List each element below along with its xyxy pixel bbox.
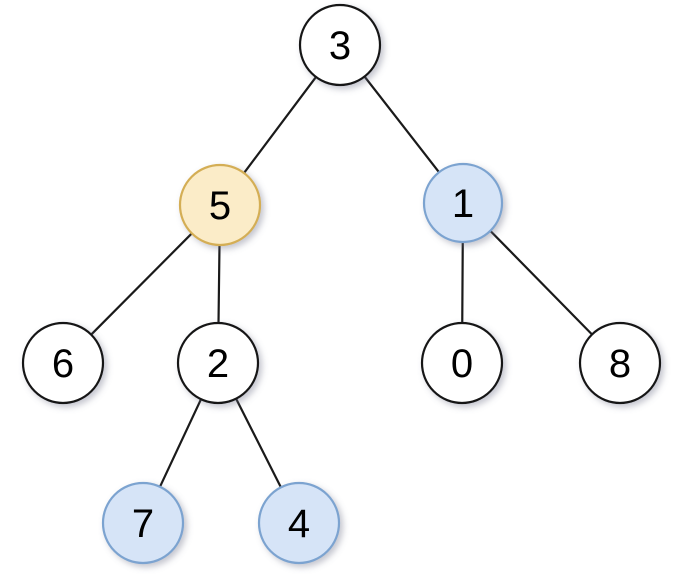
tree-node-circle-3[interactable]: [298, 3, 382, 87]
tree-node-1[interactable]: 1: [422, 162, 504, 244]
tree-node-0[interactable]: 0: [420, 321, 504, 405]
tree-node-8[interactable]: 8: [578, 321, 662, 405]
tree-node-label-1: 1: [452, 182, 474, 226]
tree-edge-2-4: [234, 396, 283, 490]
tree-node-label-4: 4: [288, 502, 310, 546]
tree-node-circle-4[interactable]: [257, 481, 341, 565]
tree-edge-5-6: [89, 231, 194, 337]
tree-node-2[interactable]: 2: [176, 321, 260, 405]
tree-node-5[interactable]: 5: [178, 163, 262, 247]
tree-edge-3-5: [242, 75, 318, 175]
tree-node-6[interactable]: 6: [21, 321, 105, 405]
tree-edge-5-2: [217, 242, 221, 326]
tree-node-circle-5[interactable]: [178, 163, 262, 247]
tree-node-circle-0[interactable]: [420, 321, 504, 405]
tree-node-circle-2[interactable]: [176, 321, 260, 405]
nodes-layer: 3 5 1 6 2 0 8 7 4: [21, 3, 662, 565]
tree-node-label-0: 0: [451, 342, 473, 386]
tree-node-circle-7[interactable]: [101, 481, 185, 565]
tree-node-label-7: 7: [132, 502, 154, 546]
tree-node-label-2: 2: [207, 342, 229, 386]
tree-node-label-8: 8: [609, 342, 631, 386]
tree-node-4[interactable]: 4: [257, 481, 341, 565]
tree-node-label-6: 6: [52, 342, 74, 386]
tree-edge-2-7: [158, 397, 203, 489]
tree-node-3[interactable]: 3: [298, 3, 382, 87]
tree-edge-1-0: [461, 239, 464, 326]
tree-node-circle-1[interactable]: [422, 162, 504, 244]
tree-node-7[interactable]: 7: [101, 481, 185, 565]
tree-node-label-5: 5: [209, 184, 231, 228]
tree-node-circle-8[interactable]: [578, 321, 662, 405]
tree-node-circle-6[interactable]: [21, 321, 105, 405]
tree-edge-3-1: [362, 74, 441, 175]
tree-edge-1-8: [488, 229, 594, 337]
tree-node-label-3: 3: [329, 24, 351, 68]
edges-layer: [89, 74, 594, 490]
